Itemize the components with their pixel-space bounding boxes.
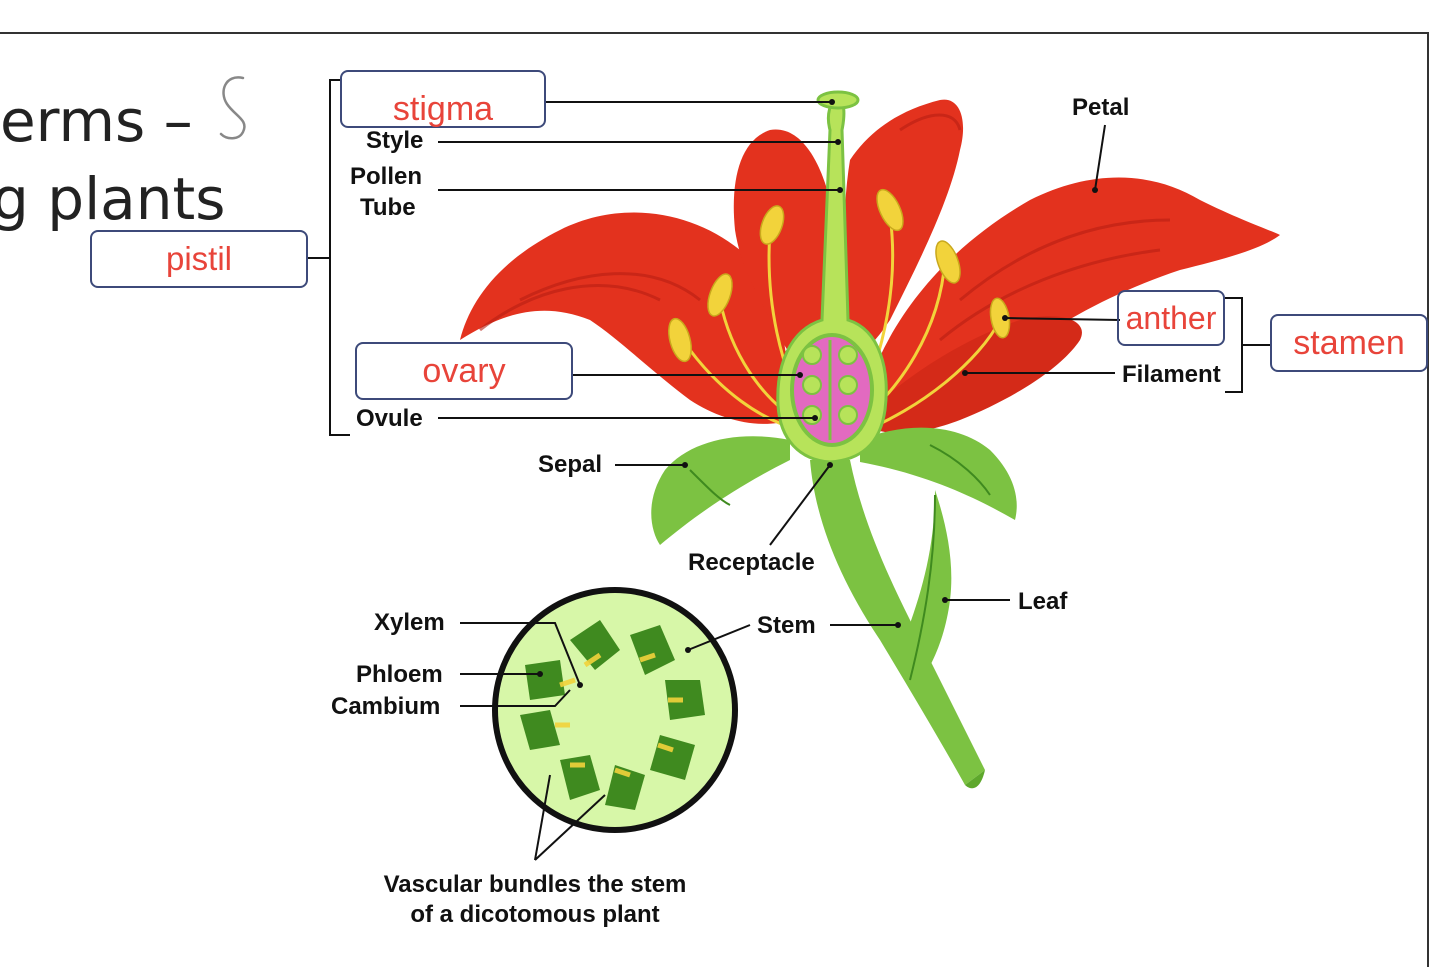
label-petal: Petal <box>1072 94 1129 121</box>
answer-stigma-text: stigma <box>392 89 494 128</box>
answer-box-stamen[interactable]: stamen <box>1270 314 1428 372</box>
label-style: Style <box>366 127 423 154</box>
label-cambium: Cambium <box>331 693 440 720</box>
label-filament: Filament <box>1122 361 1221 388</box>
leader-dots <box>537 99 1098 688</box>
label-vascular-line1: Vascular bundles the stem <box>384 871 687 898</box>
answer-pistil-text: pistil <box>165 240 233 277</box>
answer-box-pistil[interactable]: pistil <box>90 230 308 288</box>
slide-title-line2: g plants <box>0 165 226 233</box>
stem-cross-section <box>492 587 738 833</box>
answer-anther-text: anther <box>1125 299 1217 336</box>
diagram-labels: Style Pollen Tube Ovule Sepal Petal Fila… <box>331 94 1221 928</box>
label-phloem: Phloem <box>356 661 443 688</box>
label-stem: Stem <box>757 612 816 639</box>
answer-box-ovary[interactable]: ovary <box>355 342 573 400</box>
label-vascular-line2: of a dicotomous plant <box>410 901 659 928</box>
label-receptacle: Receptacle <box>688 549 815 576</box>
label-sepal: Sepal <box>538 451 602 478</box>
answer-ovary-text: ovary <box>422 351 506 390</box>
slide-title-line1: erms – <box>0 87 193 155</box>
label-tube: Tube <box>360 194 416 221</box>
label-xylem: Xylem <box>374 609 445 636</box>
petals <box>460 99 1280 434</box>
handwritten-s-mark <box>219 76 246 140</box>
label-pollen: Pollen <box>350 163 422 190</box>
leader-lines <box>308 79 1270 861</box>
label-ovule: Ovule <box>356 405 423 432</box>
answer-stamen-text: stamen <box>1293 323 1405 362</box>
answer-box-anther[interactable]: anther <box>1117 290 1225 346</box>
anthers <box>668 188 1011 363</box>
answer-box-stigma[interactable]: stigma <box>340 70 546 128</box>
label-leaf: Leaf <box>1018 588 1068 615</box>
